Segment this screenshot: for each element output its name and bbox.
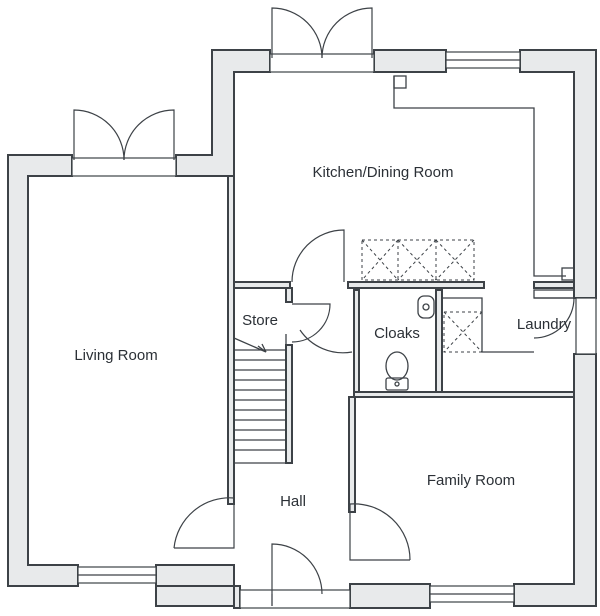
stair-right-wall bbox=[285, 344, 293, 464]
stair-outline bbox=[233, 334, 287, 464]
living-label: Living Room bbox=[74, 347, 157, 364]
hall-family-door bbox=[349, 503, 411, 561]
store-label: Store bbox=[242, 312, 278, 329]
kitchen-hall-door bbox=[291, 229, 345, 283]
cloaks-right-wall bbox=[435, 289, 443, 395]
cloaks-label: Cloaks bbox=[374, 325, 420, 342]
interior-walls bbox=[227, 175, 575, 513]
hall-living-door bbox=[173, 497, 235, 549]
kitchen-store-wall-left bbox=[233, 281, 291, 289]
wash-basin-icon bbox=[417, 295, 435, 319]
stair-arrow bbox=[233, 337, 267, 353]
doors bbox=[71, 7, 575, 609]
kitchen-top-right-wall bbox=[519, 49, 597, 299]
kitchen-units bbox=[361, 75, 575, 353]
laundry-shelf bbox=[533, 289, 575, 299]
family-label: Family Room bbox=[427, 472, 515, 489]
cloaks-left-wall bbox=[353, 289, 360, 395]
bottom-right-block bbox=[349, 583, 431, 609]
worktop-edge bbox=[393, 76, 566, 277]
living-window bbox=[77, 566, 157, 584]
hall-label: Hall bbox=[280, 493, 306, 510]
front-door bbox=[239, 543, 351, 609]
laundry-top-wall bbox=[533, 281, 575, 289]
family-left-wall bbox=[348, 396, 356, 513]
living-hall-wall bbox=[227, 175, 235, 505]
windows bbox=[77, 51, 597, 603]
kitchen-french-doors bbox=[269, 7, 375, 73]
kitchen-window bbox=[445, 51, 521, 69]
laundry-door bbox=[533, 297, 575, 339]
kitchen-label: Kitchen/Dining Room bbox=[313, 164, 454, 181]
store-top-pier bbox=[285, 287, 293, 303]
unit-corner-2 bbox=[561, 267, 575, 281]
kitchen-top-wall bbox=[373, 49, 447, 73]
island-units bbox=[361, 239, 475, 281]
family-top-wall bbox=[353, 391, 575, 398]
laundry-label: Laundry bbox=[517, 316, 572, 333]
living-outer-wall bbox=[7, 154, 79, 587]
exterior-walls bbox=[7, 49, 597, 609]
staircase bbox=[234, 349, 286, 451]
store-door bbox=[291, 303, 331, 343]
toilet-icon bbox=[385, 351, 409, 391]
living-french-doors bbox=[71, 109, 177, 177]
laundry-unit bbox=[443, 311, 483, 353]
living-top-right-wall bbox=[175, 49, 271, 177]
kitchen-cloaks-wall bbox=[347, 281, 485, 289]
laundry-counter bbox=[442, 297, 534, 353]
family-window bbox=[429, 585, 515, 603]
unit-corner bbox=[393, 75, 407, 89]
laundry-side-window bbox=[575, 297, 597, 355]
cloaks-fixtures bbox=[385, 295, 435, 391]
